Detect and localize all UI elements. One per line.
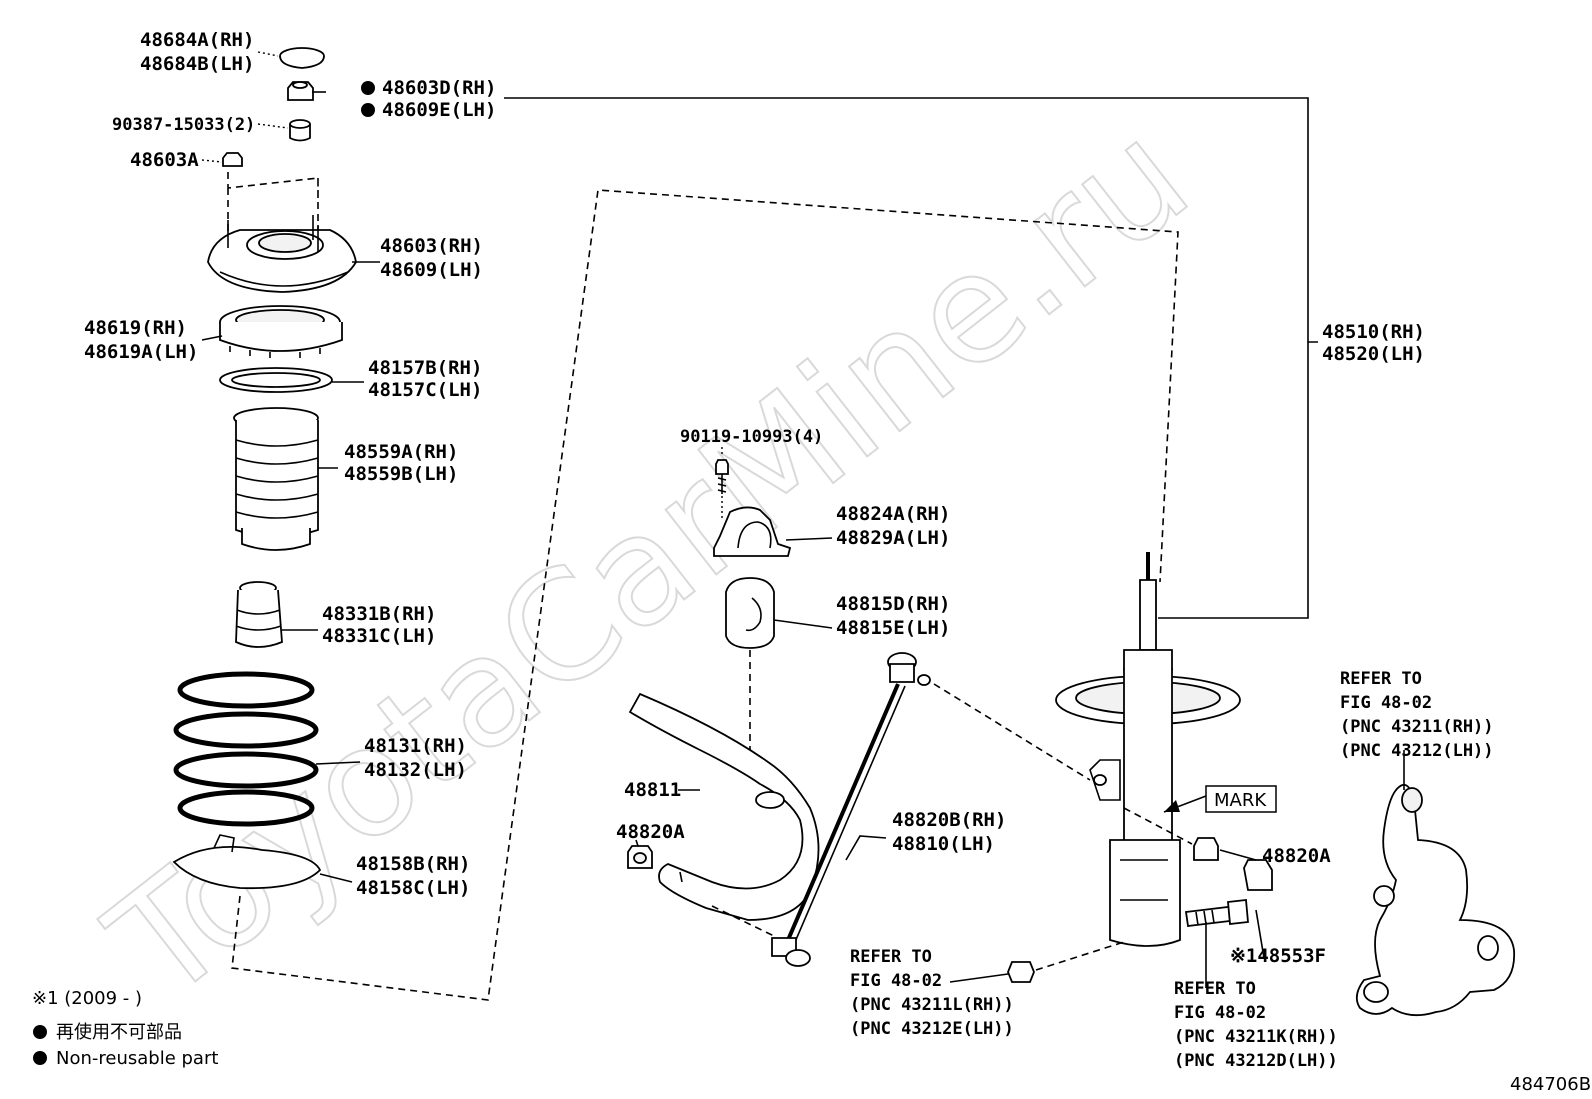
refer-knuckle-line: REFER TO [1340, 669, 1422, 689]
refer-upper-bolt: REFER TO FIG 48-02 (PNC 43211K(RH)) (PNC… [1174, 979, 1338, 1071]
label-bracket-lh: 48829A(LH) [836, 527, 950, 549]
coil-spring-drawing [173, 671, 319, 827]
label-lower-seat-lh: 48158C(LH) [356, 877, 470, 899]
legend-nonreusable-en: Non-reusable part [56, 1048, 218, 1069]
label-nut-48820a-left: 48820A [616, 821, 685, 843]
knuckle-guide-dashed [231, 189, 1179, 1001]
label-support-rh: 48603(RH) [380, 235, 483, 257]
collar-part-drawing [289, 119, 311, 142]
refer-upper-bolt-line: (PNC 43212D(LH)) [1174, 1051, 1338, 1071]
refer-lower-bolt-line: REFER TO [850, 947, 932, 967]
refer-lower-bolt-line: FIG 48-02 [850, 971, 942, 991]
refer-knuckle-line: (PNC 43211(RH)) [1340, 717, 1494, 737]
label-upper-seat-rh: 48157B(RH) [368, 357, 482, 379]
nonreusable-dot-icon [33, 1025, 47, 1039]
label-absorber-lh: 48520(LH) [1322, 343, 1425, 365]
bushing-drawing [725, 577, 775, 649]
stabilizer-bar-drawing [628, 692, 820, 921]
lower-bolt-guide [1035, 941, 1125, 971]
right-nut-guide [1123, 807, 1193, 845]
label-lower-seat-rh: 48158B(RH) [356, 853, 470, 875]
label-nut-148553f: ※148553F [1230, 945, 1326, 967]
label-collar: 90387-15033(2) [112, 115, 255, 135]
shock-absorber-drawing [1055, 552, 1241, 947]
nut-48820a-left-drawing [627, 845, 653, 869]
refer-lower-bolt-line: (PNC 43211L(RH)) [850, 995, 1014, 1015]
steering-knuckle-drawing [1355, 783, 1516, 1017]
label-stabilizer-bar: 48811 [624, 779, 681, 801]
legend: ※1 (2009 - ) 再使用不可部品 Non-reusable part [32, 988, 218, 1069]
cap-part-drawing [279, 47, 325, 69]
boot-drawing [233, 407, 319, 551]
lower-bolt-nut-drawing [1007, 961, 1035, 983]
nut-148553f-drawing [1243, 859, 1273, 891]
label-upper-seat-lh: 48157C(LH) [368, 379, 482, 401]
label-cap-rh: 48684A(RH) [140, 29, 254, 51]
label-nut-48603a: 48603A [130, 149, 199, 171]
insulator-drawing [219, 305, 343, 358]
figure-number: 484706B [1510, 1074, 1591, 1095]
leader-lines [201, 51, 1405, 988]
stabilizer-bracket-drawing [713, 506, 792, 557]
refer-knuckle-line: (PNC 43212(LH)) [1340, 741, 1494, 761]
upper-bolt-drawing [1184, 899, 1249, 927]
label-nut-48820a-right: 48820A [1262, 845, 1331, 867]
label-top-nut-rh: 48603D(RH) [382, 77, 496, 99]
nonreusable-dot-icon [361, 103, 375, 117]
stabilizer-link-drawing [771, 652, 931, 967]
label-bushing-rh: 48815D(RH) [836, 593, 950, 615]
label-cap-lh: 48684B(LH) [140, 53, 254, 75]
mark-label: MARK [1214, 790, 1267, 811]
nut-48603a-drawing [222, 152, 243, 167]
label-boot-lh: 48559B(LH) [344, 463, 458, 485]
lower-seat-drawing [172, 834, 322, 890]
label-absorber-rh: 48510(RH) [1322, 321, 1425, 343]
label-insulator-lh: 48619A(LH) [84, 341, 198, 363]
refer-knuckle: REFER TO FIG 48-02 (PNC 43211(RH)) (PNC … [1340, 669, 1494, 761]
label-support-lh: 48609(LH) [380, 259, 483, 281]
nonreusable-dot-icon [33, 1051, 47, 1065]
legend-nonreusable-jp: 再使用不可部品 [56, 1022, 182, 1043]
top-nut-part-drawing [287, 81, 314, 101]
nut-48820a-right-drawing [1193, 837, 1219, 861]
refer-knuckle-line: FIG 48-02 [1340, 693, 1432, 713]
upper-seat-drawing [219, 367, 333, 393]
label-link-rh: 48820B(RH) [892, 809, 1006, 831]
refer-upper-bolt-line: REFER TO [1174, 979, 1256, 999]
legend-note1: ※1 (2009 - ) [32, 988, 142, 1009]
label-spring-lh: 48132(LH) [364, 759, 467, 781]
label-boot-rh: 48559A(RH) [344, 441, 458, 463]
label-bumper-rh: 48331B(RH) [322, 603, 436, 625]
link-upper-guide [933, 683, 1091, 781]
label-bushing-lh: 48815E(LH) [836, 617, 950, 639]
label-spring-rh: 48131(RH) [364, 735, 467, 757]
refer-upper-bolt-line: FIG 48-02 [1174, 1003, 1266, 1023]
bump-stopper-drawing [235, 581, 283, 648]
suspension-support-drawing [207, 215, 357, 293]
refer-lower-bolt: REFER TO FIG 48-02 (PNC 43211L(RH)) (PNC… [850, 947, 1014, 1039]
label-top-nut-lh: 48609E(LH) [382, 99, 496, 121]
bracket-bolt-drawing [715, 459, 729, 494]
label-bracket-rh: 48824A(RH) [836, 503, 950, 525]
label-insulator-rh: 48619(RH) [84, 317, 187, 339]
mark-indicator: MARK [1163, 785, 1277, 813]
label-link-lh: 48810(LH) [892, 833, 995, 855]
refer-upper-bolt-line: (PNC 43211K(RH)) [1174, 1027, 1338, 1047]
label-bumper-lh: 48331C(LH) [322, 625, 436, 647]
nonreusable-dot-icon [361, 81, 375, 95]
stud-guide-dashed [227, 172, 319, 235]
refer-lower-bolt-line: (PNC 43212E(LH)) [850, 1019, 1014, 1039]
label-bracket-bolt: 90119-10993(4) [680, 427, 823, 447]
